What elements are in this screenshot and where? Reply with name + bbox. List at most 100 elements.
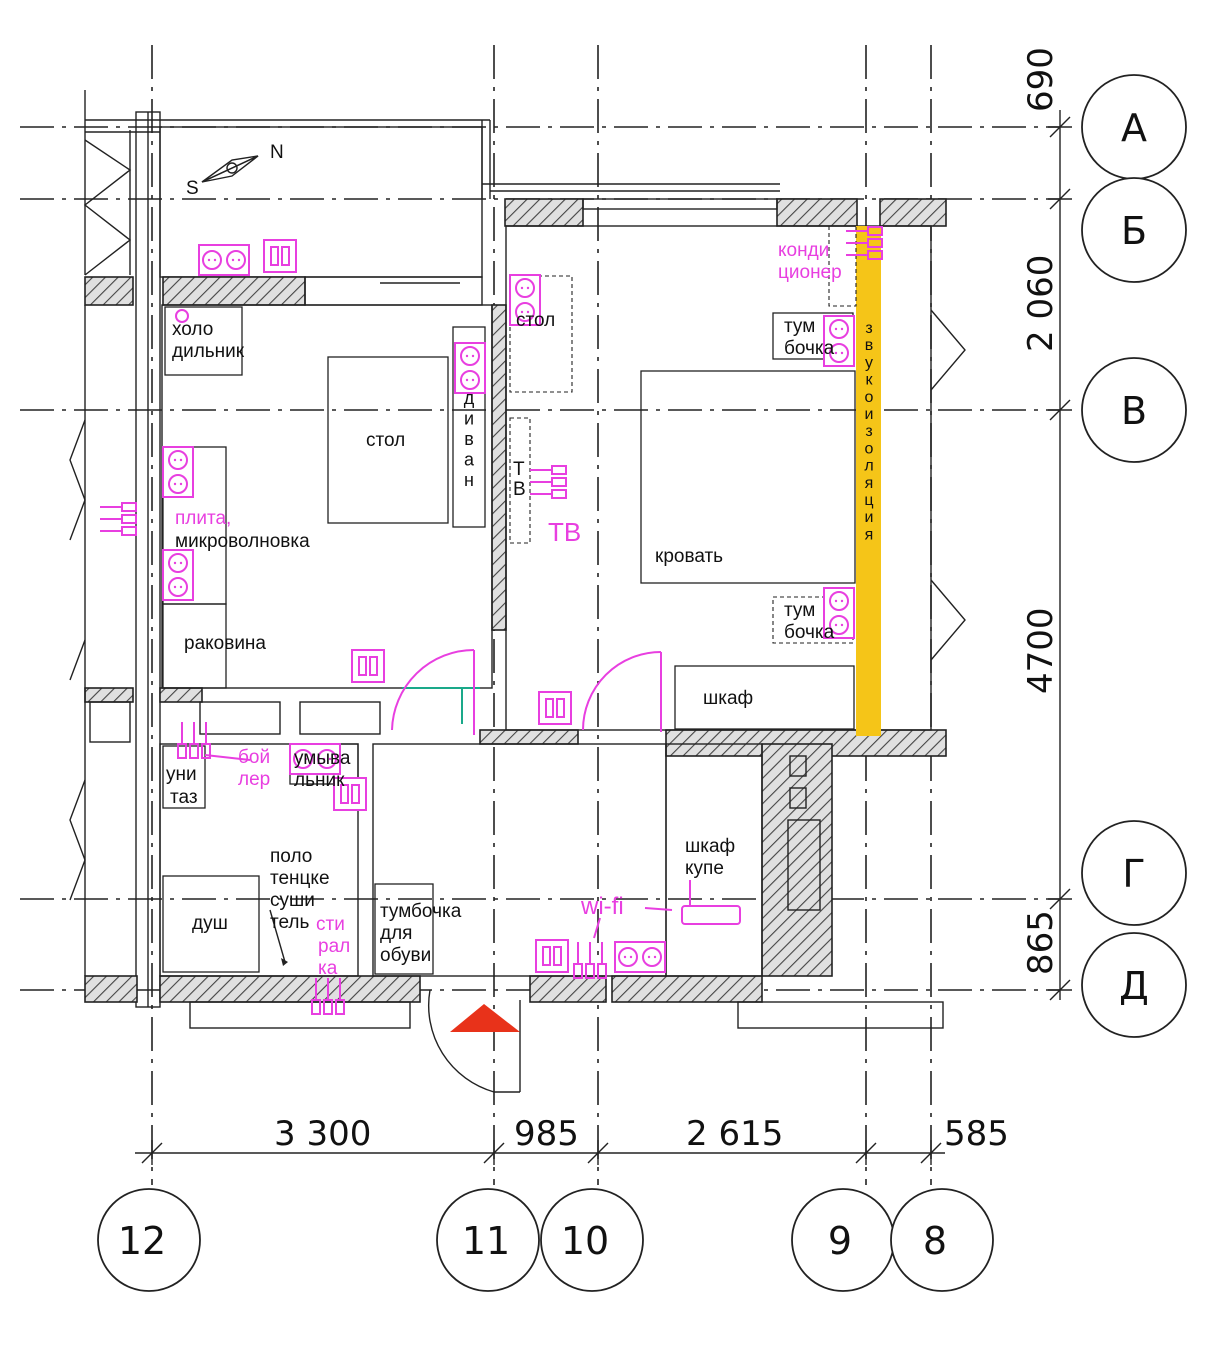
stove-socket-top <box>162 446 194 498</box>
sofa <box>452 326 486 528</box>
insulation-letter-7: о <box>865 440 874 457</box>
fridge-label-2: дильник <box>172 341 245 362</box>
shoe-cabinet <box>374 883 434 975</box>
kitchen-switch <box>351 649 385 683</box>
axis-row-d: Д <box>1119 964 1149 1008</box>
bedroom-switch <box>538 691 572 725</box>
tv-label: ТВ <box>548 517 581 547</box>
shower-label: душ <box>192 913 228 934</box>
insulation-letter-9: я <box>865 475 874 492</box>
shoe-cabinet-label-2: для <box>380 923 412 944</box>
insulation-letter-11: и <box>865 509 874 526</box>
ac-unit <box>828 225 857 307</box>
tv-plugs <box>530 465 567 499</box>
sofa-letter-2: в <box>464 429 474 449</box>
doors <box>391 649 662 1093</box>
balcony-switch <box>263 239 297 273</box>
nightstand-top-socket <box>823 315 855 367</box>
nightstand-bottom-label-2: бочка <box>784 622 835 643</box>
axis-col-11: 11 <box>462 1219 510 1263</box>
furniture <box>162 225 857 975</box>
wifi-router-icon <box>593 880 741 939</box>
insulation-letter-6: з <box>865 423 872 440</box>
stove-outlet-plugs <box>100 502 137 536</box>
washbasin-label-1: умыва <box>294 748 351 769</box>
washer-label-2: рал <box>318 936 350 957</box>
axis-row-v: В <box>1121 389 1147 433</box>
room-outlines <box>69 198 966 1029</box>
fridge <box>164 306 243 376</box>
nightstand-top-label-2: бочка <box>784 338 835 359</box>
sink-label: раковина <box>184 633 266 654</box>
dim-bottom-3: 2 615 <box>686 1114 783 1154</box>
kitchen-table-label: стол <box>366 430 405 451</box>
balcony-socket <box>198 244 250 276</box>
axis-row-b: Б <box>1121 209 1147 253</box>
right-dimension-line: 690 2 060 4700 865 <box>1021 47 1072 1001</box>
hall-switch <box>535 939 569 973</box>
tv-marker-2: В <box>513 479 526 500</box>
compass: N S <box>186 142 284 199</box>
axis-col-9: 9 <box>828 1219 852 1263</box>
bed <box>640 370 856 584</box>
axis-col-12: 12 <box>118 1219 166 1263</box>
desk-socket <box>509 274 541 326</box>
sofa-letter-1: и <box>464 409 474 429</box>
bed-label: кровать <box>655 546 723 567</box>
stove-socket-bottom <box>162 549 194 601</box>
sofa-letter-3: а <box>464 450 475 470</box>
sofa-socket <box>454 342 486 394</box>
nightstand-bottom-socket <box>823 587 855 639</box>
boiler-label-2: лер <box>238 769 270 790</box>
wifi-label: wi-fi <box>580 893 624 920</box>
dim-right-2: 2 060 <box>1021 255 1061 352</box>
axis-col-8: 8 <box>923 1219 947 1263</box>
boiler-label-1: бой <box>238 747 270 768</box>
ac-plugs <box>846 226 883 260</box>
shower <box>162 875 260 973</box>
dim-bottom-2: 985 <box>514 1114 579 1154</box>
insulation-letter-8: л <box>864 458 873 475</box>
boiler-plugs <box>177 722 211 759</box>
insulation-letter-5: и <box>865 406 874 423</box>
towel-dryer-label-1: поло <box>270 846 312 867</box>
fridge-label-1: холо <box>172 319 213 340</box>
stove-label-1: плита, <box>175 508 231 529</box>
stove-label-2: микроволновка <box>175 531 310 552</box>
washbasin-label-2: льник <box>294 770 345 791</box>
dim-right-4: 865 <box>1021 910 1061 975</box>
shoe-cabinet-label-1: тумбочка <box>380 901 462 922</box>
sofa-letter-4: н <box>464 470 474 490</box>
insulation-strip <box>856 226 881 736</box>
washer-label-1: сти <box>316 914 345 935</box>
sink-counter <box>162 603 227 689</box>
column-axis-markers: 12 11 10 9 8 <box>97 1188 994 1292</box>
sofa-letter-0: д <box>464 388 475 408</box>
towel-dryer-label-3: суши <box>270 890 315 911</box>
kitchen-table <box>327 356 449 524</box>
axis-col-10: 10 <box>561 1219 609 1263</box>
towel-dryer-label-4: тель <box>270 912 310 933</box>
row-axis-markers: А Б В Г Д <box>1081 74 1187 1038</box>
toilet <box>162 745 206 809</box>
insulation-letter-4: о <box>865 389 874 406</box>
hall-socket <box>614 941 666 973</box>
tv-marker-1: Т <box>513 459 525 480</box>
nightstand-top-label-1: тум <box>784 316 815 337</box>
bath-switch <box>333 777 367 811</box>
closet-label-1: шкаф <box>685 836 735 857</box>
axis-row-g: Г <box>1122 852 1145 896</box>
insulation-letter-1: в <box>865 337 874 354</box>
shoe-cabinet-label-3: обуви <box>380 945 431 966</box>
hall-plugs <box>573 942 607 979</box>
axis-row-a: А <box>1121 106 1147 150</box>
dim-right-1: 690 <box>1021 47 1061 112</box>
entrance-arrow <box>450 1004 520 1032</box>
walls <box>84 198 947 1003</box>
dim-bottom-4: 585 <box>944 1114 1009 1154</box>
washer-plugs <box>311 978 345 1015</box>
